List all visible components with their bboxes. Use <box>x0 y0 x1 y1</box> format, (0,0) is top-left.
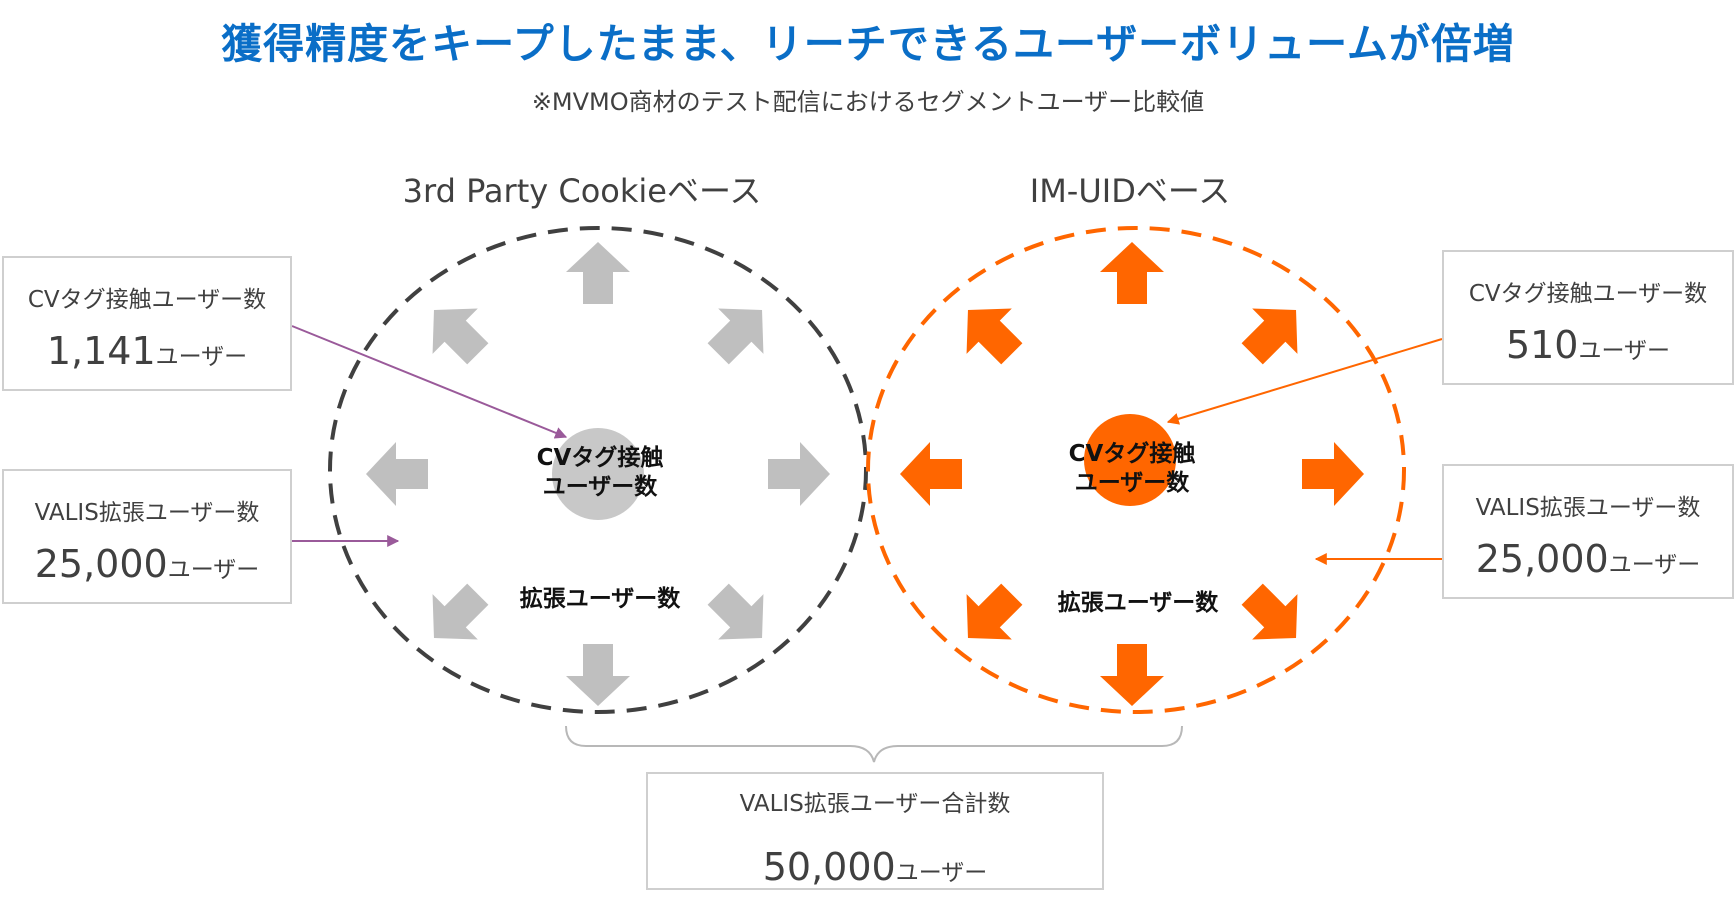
left-center-label-line1: CVタグ接触 <box>536 445 664 471</box>
right-arrow-down-left <box>966 583 1023 640</box>
left-circle-title: 3rd Party Cookieベース <box>402 172 762 210</box>
left-arrow-left <box>366 442 428 506</box>
left-arrow-down-left <box>432 583 489 640</box>
headline: 獲得精度をキープしたまま、リーチできるユーザーボリュームが倍増 <box>221 20 1515 68</box>
right-arrow-up-left <box>966 308 1023 365</box>
left-cv-dot <box>552 428 644 520</box>
right-cv-box-unit: ユーザー <box>1578 338 1671 364</box>
right-cv-dot <box>1084 414 1176 506</box>
left-cv-box-label: CVタグ接触ユーザー数 <box>27 287 267 313</box>
right-arrow-down-right <box>1241 583 1298 640</box>
right-center-label: CVタグ接触 ユーザー数 <box>1012 440 1252 498</box>
right-cv-box-label: CVタグ接触ユーザー数 <box>1468 281 1708 307</box>
left-cv-box-value-line: 1,141ユーザー <box>4 332 290 370</box>
left-arrow-up-left <box>432 308 489 365</box>
left-valis-box-label: VALIS拡張ユーザー数 <box>34 500 260 526</box>
right-valis-box-value: 25,000 <box>1475 537 1609 581</box>
total-box-unit: ユーザー <box>895 860 988 886</box>
right-arrow-left <box>900 442 962 506</box>
total-box-label: VALIS拡張ユーザー合計数 <box>739 791 1011 817</box>
left-valis-box-unit: ユーザー <box>167 557 260 583</box>
left-expansion-arrows <box>366 242 830 706</box>
total-bracket <box>565 725 1183 763</box>
left-arrow-right <box>768 442 830 506</box>
right-center-label-line2: ユーザー数 <box>1074 469 1190 496</box>
left-arrow-down <box>566 644 630 706</box>
total-box: VALIS拡張ユーザー合計数 50,000ユーザー <box>646 772 1104 890</box>
right-cv-box: CVタグ接触ユーザー数 510ユーザー <box>1442 250 1734 385</box>
right-arrow-down <box>1100 644 1164 706</box>
total-box-value-line: 50,000ユーザー <box>648 848 1102 886</box>
left-valis-box: VALIS拡張ユーザー数 25,000ユーザー <box>2 469 292 604</box>
left-valis-box-value: 25,000 <box>34 542 168 586</box>
right-dashed-circle <box>866 226 1406 714</box>
left-cv-connector <box>291 325 568 439</box>
left-valis-box-value-line: 25,000ユーザー <box>4 545 290 583</box>
right-center-label-line1: CVタグ接触 <box>1068 441 1196 467</box>
right-expand-label: 拡張ユーザー数 <box>1057 590 1219 616</box>
right-valis-box-value-line: 25,000ユーザー <box>1444 540 1732 578</box>
right-arrow-up <box>1100 242 1164 304</box>
left-arrow-up-right <box>707 308 764 365</box>
left-center-label-line2: ユーザー数 <box>542 473 658 500</box>
left-cv-box: CVタグ接触ユーザー数 1,141ユーザー <box>2 256 292 391</box>
left-cv-box-value: 1,141 <box>46 329 156 373</box>
total-box-value: 50,000 <box>762 845 896 889</box>
right-arrow-right <box>1302 442 1364 506</box>
left-arrow-down-right <box>707 583 764 640</box>
left-cv-box-unit: ユーザー <box>155 344 248 370</box>
right-valis-box-unit: ユーザー <box>1608 552 1701 578</box>
left-expand-label: 拡張ユーザー数 <box>519 586 681 612</box>
right-cv-box-value-line: 510ユーザー <box>1444 326 1732 364</box>
left-arrow-up <box>566 242 630 304</box>
subline: ※MVMO商材のテスト配信におけるセグメントユーザー比較値 <box>531 88 1205 116</box>
right-cv-box-value: 510 <box>1505 323 1579 367</box>
right-expansion-arrows <box>900 242 1364 706</box>
right-cv-connector <box>1166 338 1443 425</box>
right-valis-box: VALIS拡張ユーザー数 25,000ユーザー <box>1442 464 1734 599</box>
left-center-label: CVタグ接触 ユーザー数 <box>480 444 720 502</box>
right-circle-title: IM-UIDベース <box>1029 172 1231 210</box>
right-valis-box-label: VALIS拡張ユーザー数 <box>1475 495 1701 521</box>
right-arrow-up-right <box>1241 308 1298 365</box>
